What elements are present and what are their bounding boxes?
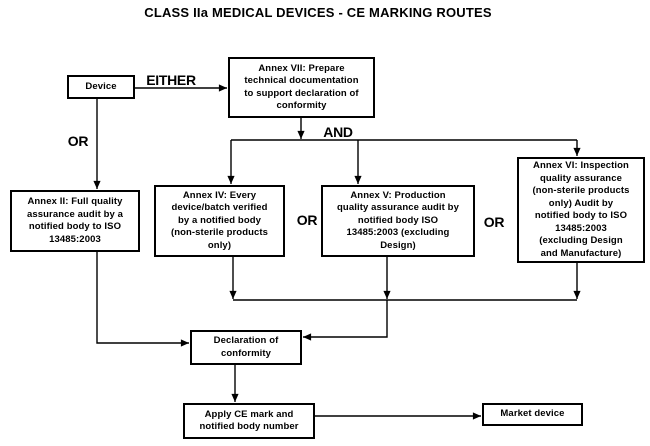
node-annex-v: Annex V: Production quality assurance au… xyxy=(321,185,475,257)
node-annex-ii: Annex II: Full quality assurance audit b… xyxy=(10,190,140,252)
node-declaration: Declaration of conformity xyxy=(190,330,302,365)
node-market-device: Market device xyxy=(482,403,583,426)
node-annex-vi: Annex VI: Inspection quality assurance (… xyxy=(517,157,645,263)
edge-label-either: EITHER xyxy=(146,72,196,88)
node-device: Device xyxy=(67,75,135,99)
edge-label-or-left: OR xyxy=(67,133,89,149)
node-annex-v-label: Annex V: Production quality assurance au… xyxy=(337,189,459,251)
node-device-label: Device xyxy=(85,80,117,92)
node-declaration-label: Declaration of conformity xyxy=(213,335,279,359)
edge-label-or-right: OR xyxy=(483,214,505,230)
page-title: CLASS IIa MEDICAL DEVICES - CE MARKING R… xyxy=(144,5,492,20)
edge-annex2-to-declaration xyxy=(96,252,189,347)
node-apply-ce: Apply CE mark and notified body number xyxy=(183,403,315,439)
edge-label-or-mid: OR xyxy=(296,212,318,228)
edge-collector-to-declaration xyxy=(303,300,388,341)
node-annex-vi-label: Annex VI: Inspection quality assurance (… xyxy=(532,160,630,259)
node-annex-iv-label: Annex IV: Every device/batch verified by… xyxy=(170,189,269,251)
node-annex-vii: Annex VII: Prepare technical documentati… xyxy=(228,57,375,118)
node-apply-ce-label: Apply CE mark and notified body number xyxy=(199,408,299,433)
node-annex-iv: Annex IV: Every device/batch verified by… xyxy=(154,185,285,257)
edge-label-and: AND xyxy=(323,124,353,140)
node-annex-vii-label: Annex VII: Prepare technical documentati… xyxy=(244,62,359,112)
node-market-device-label: Market device xyxy=(500,408,565,420)
node-annex-ii-label: Annex II: Full quality assurance audit b… xyxy=(27,196,123,245)
